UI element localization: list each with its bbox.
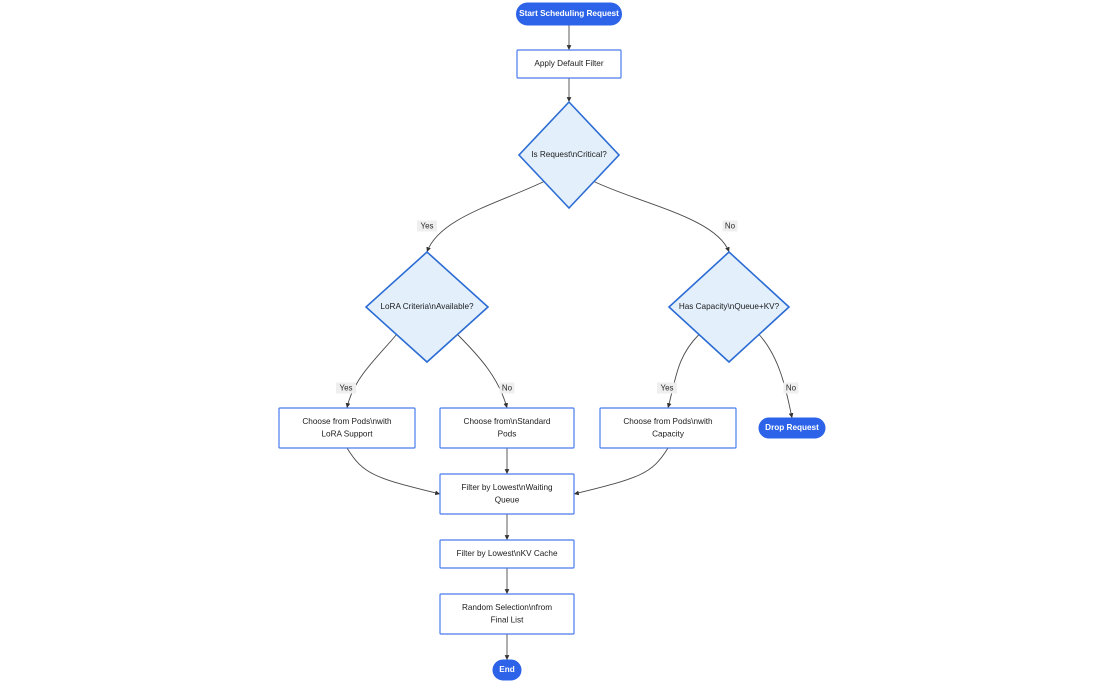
node-end[interactable]: End <box>492 659 522 681</box>
node-label: Final List <box>491 615 524 624</box>
edge-has_capacity-to-pods_capacity <box>666 334 700 409</box>
edge-pods_lora-to-filter_queue <box>346 447 441 496</box>
node-start[interactable]: Start Scheduling Request <box>516 2 622 26</box>
edge-label-background <box>336 382 356 394</box>
node-label: Choose from Pods\nwith <box>302 417 392 426</box>
node-label: Has Capacity\nQueue+KV? <box>679 302 780 311</box>
edge-layer <box>345 25 794 661</box>
terminal-shape <box>492 659 522 681</box>
node-label: Choose from\nStandard <box>464 417 551 426</box>
edge-label-background <box>657 382 677 394</box>
decision-shape <box>364 250 490 364</box>
edge-label-text: No <box>725 222 736 231</box>
node-label: Queue <box>495 495 520 504</box>
edge-lora_criteria-to-pods_standard <box>457 334 509 409</box>
decision-shape <box>667 250 791 364</box>
edge-label-e5: Yes <box>336 382 356 394</box>
process-shape <box>599 407 737 449</box>
node-label: LoRA Criteria\nAvailable? <box>380 302 474 311</box>
node-label: Filter by Lowest\nKV Cache <box>456 549 557 558</box>
edge-label-text: Yes <box>660 384 673 393</box>
edge-label-background <box>783 382 799 394</box>
node-label: Filter by Lowest\nWaiting <box>461 483 553 492</box>
decision-shape <box>517 100 621 210</box>
node-filter_kv[interactable]: Filter by Lowest\nKV Cache <box>439 539 575 569</box>
terminal-shape <box>758 417 826 439</box>
node-label: End <box>499 665 514 674</box>
edge-label-e8: No <box>783 382 799 394</box>
process-shape <box>439 473 575 515</box>
edge-label-text: Yes <box>339 384 352 393</box>
edge-label-text: Yes <box>420 222 433 231</box>
edge-is_critical-to-lora_criteria <box>426 181 545 253</box>
edge-has_capacity-to-drop_request <box>758 334 794 419</box>
edge-label-e3: Yes <box>417 220 437 232</box>
node-label: Random Selection\nfrom <box>462 603 552 612</box>
process-shape <box>439 539 575 569</box>
process-shape <box>516 49 622 79</box>
node-drop_request[interactable]: Drop Request <box>758 417 826 439</box>
edge-label-background <box>499 382 515 394</box>
node-lora_criteria[interactable]: LoRA Criteria\nAvailable? <box>364 250 490 364</box>
edge-label-background <box>722 220 738 232</box>
node-label: LoRA Support <box>322 429 374 438</box>
edge-label-background <box>417 220 437 232</box>
edge-label-e4: No <box>722 220 738 232</box>
node-has_capacity[interactable]: Has Capacity\nQueue+KV? <box>667 250 791 364</box>
node-apply_filter[interactable]: Apply Default Filter <box>516 49 622 79</box>
node-label: Drop Request <box>765 423 819 432</box>
process-shape <box>278 407 416 449</box>
node-label: Is Request\nCritical? <box>531 150 607 159</box>
node-label: Choose from Pods\nwith <box>623 417 713 426</box>
node-is_critical[interactable]: Is Request\nCritical? <box>517 100 621 210</box>
edge-pods_capacity-to-filter_queue <box>573 447 669 496</box>
edge-label-text: No <box>502 384 513 393</box>
node-label: Apply Default Filter <box>534 59 603 68</box>
process-shape <box>439 407 575 449</box>
edge-label-e7: Yes <box>657 382 677 394</box>
edge-is_critical-to-has_capacity <box>593 181 730 253</box>
edge-label-text: No <box>786 384 797 393</box>
node-label: Pods <box>498 429 517 438</box>
node-label: Capacity <box>652 429 685 438</box>
terminal-shape <box>516 2 622 26</box>
process-shape <box>439 593 575 635</box>
edge-label-e6: No <box>499 382 515 394</box>
node-label: Start Scheduling Request <box>519 9 619 18</box>
edge-lora_criteria-to-pods_lora <box>345 334 397 409</box>
